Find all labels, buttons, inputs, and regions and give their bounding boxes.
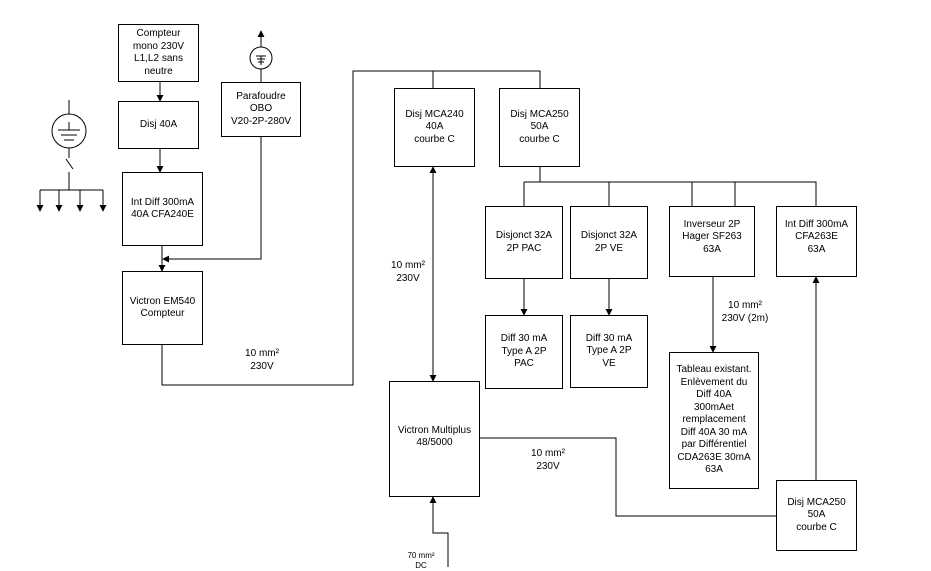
disj-40a-box: Disj 40A (118, 101, 199, 149)
disjonct-ve-box: Disjonct 32A 2P VE (570, 206, 648, 279)
tableau-existant-box: Tableau existant. Enlèvement du Diff 40A… (669, 352, 759, 489)
earth-symbol (51, 113, 87, 149)
int-diff-main-box: Int Diff 300mA 40A CFA240E (122, 172, 203, 246)
disj-mca250-top-box: Disj MCA250 50A courbe C (499, 88, 580, 167)
int-diff-right-box: Int Diff 300mA CFA263E 63A (776, 206, 857, 277)
cable-label-em: 10 mm² 230V (245, 348, 279, 372)
wire-em-to-bus (161, 70, 541, 386)
diff-pac-box: Diff 30 mA Type A 2P PAC (485, 315, 563, 389)
cable-label-tableau: 10 mm² 230V (2m) (721, 300, 769, 324)
wire-multiplus-mca250 (480, 437, 776, 517)
disj-mca240-box: Disj MCA240 40A courbe C (394, 88, 475, 167)
disjonct-pac-box: Disjonct 32A 2P PAC (485, 206, 563, 279)
cable-label-vertical: 10 mm² 230V (391, 260, 425, 284)
compteur-box: Compteur mono 230V L1,L2 sans neutre (118, 24, 199, 82)
disj-mca250-bottom-box: Disj MCA250 50A courbe C (776, 480, 857, 551)
cable-label-battery: 70 mm² DC (407, 551, 435, 570)
victron-em540-box: Victron EM540 Compteur (122, 271, 203, 345)
victron-multiplus-box: Victron Multiplus 48/5000 (389, 381, 480, 497)
earth-switch (65, 158, 74, 170)
wire-parafoudre-em (162, 137, 262, 263)
diff-ve-box: Diff 30 mA Type A 2P VE (570, 315, 648, 388)
wire-battery-dc (429, 496, 449, 567)
cable-label-multiplus: 10 mm² 230V (531, 448, 565, 472)
inverseur-box: Inverseur 2P Hager SF263 63A (669, 206, 755, 277)
parafoudre-box: Parafoudre OBO V20-2P-280V (221, 82, 301, 137)
